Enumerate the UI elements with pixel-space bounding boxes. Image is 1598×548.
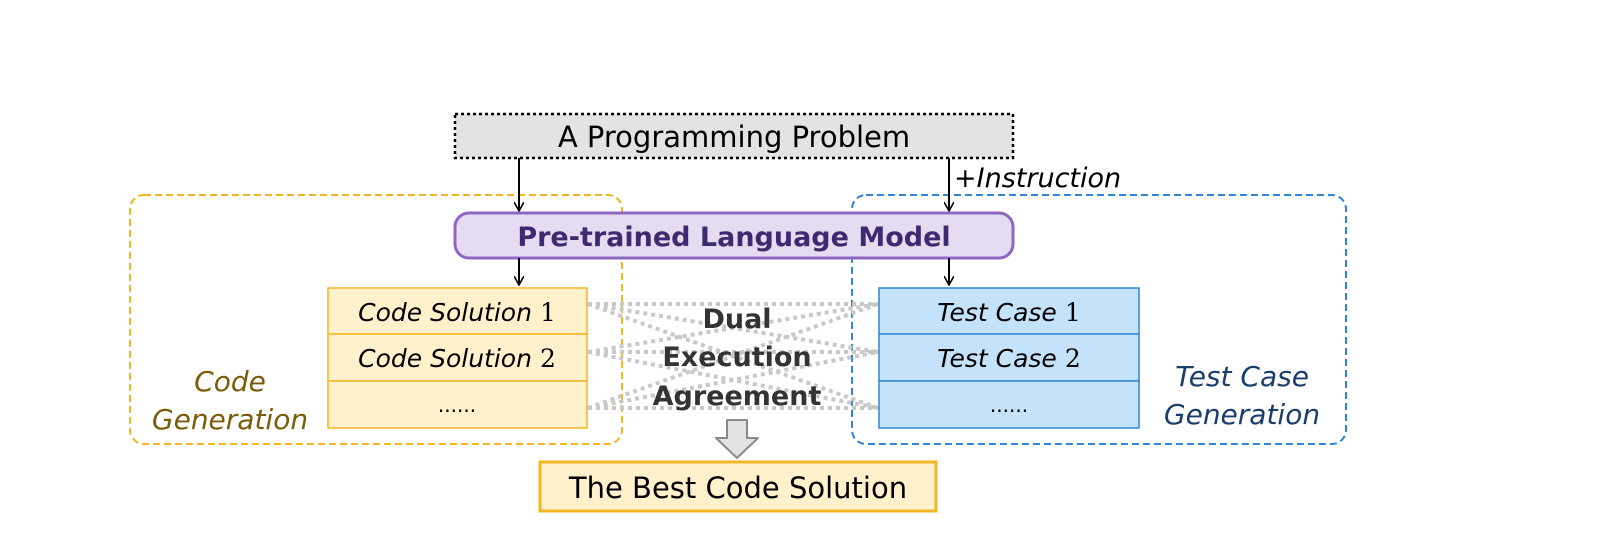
problem-label: A Programming Problem bbox=[558, 120, 910, 154]
test-generation-group bbox=[851, 194, 1347, 445]
best-solution-label: The Best Code Solution bbox=[568, 471, 907, 505]
dual-execution-agreement-label: Dual Execution Agreement bbox=[653, 304, 822, 412]
code-solution-row bbox=[327, 333, 588, 382]
test-case-row bbox=[878, 380, 1140, 429]
code-solution-row bbox=[327, 380, 588, 429]
code-generation-group bbox=[129, 194, 623, 445]
agreement-connections bbox=[587, 302, 879, 410]
best-solution-box bbox=[538, 460, 938, 513]
code-generation-label-line2: Generation bbox=[152, 403, 308, 436]
test-generation-label-line1: Test Case bbox=[1175, 360, 1309, 393]
connection-line bbox=[587, 350, 879, 410]
agreement-line1: Dual bbox=[702, 304, 771, 335]
instruction-label: +Instruction bbox=[954, 163, 1121, 194]
problem-box bbox=[453, 112, 1015, 160]
test-generation-label-line2: Generation bbox=[1164, 398, 1320, 431]
connection-line bbox=[587, 302, 879, 354]
code-generation-label-line1: Code bbox=[194, 365, 266, 398]
model-box bbox=[453, 211, 1015, 260]
code-solution-row bbox=[327, 287, 588, 335]
model-label: Pre-trained Language Model bbox=[517, 222, 950, 253]
test-case-ellipsis: ...... bbox=[990, 393, 1028, 417]
down-block-arrow bbox=[715, 419, 759, 459]
agreement-line3: Agreement bbox=[653, 381, 822, 412]
test-case-row bbox=[878, 333, 1140, 382]
code-solution-ellipsis: ...... bbox=[438, 393, 476, 417]
agreement-line2: Execution bbox=[662, 342, 811, 373]
connection-line bbox=[587, 302, 879, 410]
